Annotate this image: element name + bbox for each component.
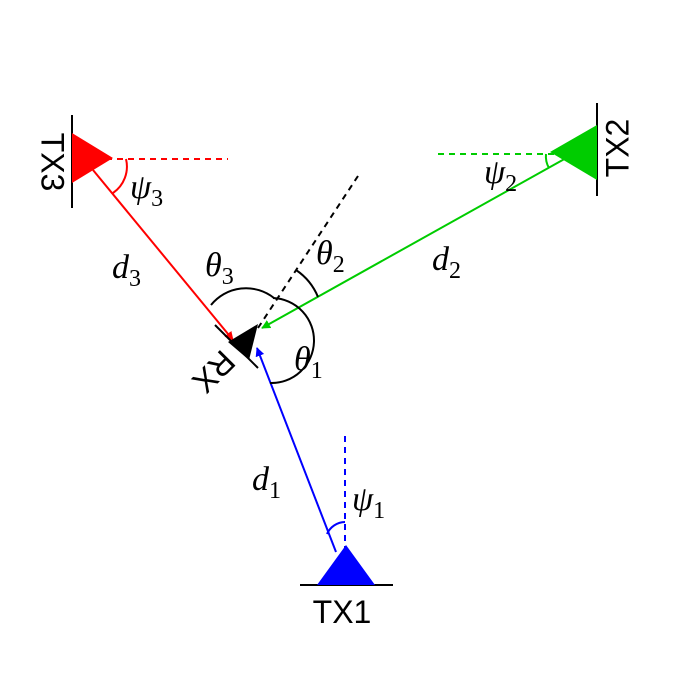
tx1-node: TX1: [300, 545, 393, 630]
link-d1: [255, 347, 337, 553]
link-d3: [92, 169, 234, 341]
theta2-arc: [295, 269, 319, 298]
tx2-label: TX2: [599, 119, 635, 178]
rx-reference-line: [257, 175, 359, 329]
rx-label: RX: [185, 343, 242, 400]
link-d2: [261, 156, 569, 329]
rx-node: RX: [185, 324, 259, 400]
d1-label: d1: [252, 461, 281, 504]
psi1-label: ψ1: [352, 481, 385, 524]
rx-triangle-icon: [228, 324, 258, 360]
theta1-label: θ1: [294, 341, 323, 384]
theta1-arc: [269, 297, 316, 385]
theta3-label: θ3: [205, 247, 234, 290]
tx3-label: TX3: [35, 133, 71, 192]
tx2-triangle-icon: [550, 125, 597, 180]
psi2-label: ψ2: [484, 154, 517, 197]
tx3-triangle-icon: [72, 133, 113, 183]
theta3-arc: [210, 287, 275, 306]
d2-label: d2: [432, 241, 461, 284]
psi1-arc: [326, 521, 346, 535]
tx3-node: TX3: [35, 115, 113, 208]
theta2-label: θ2: [316, 235, 345, 278]
tx1-label: TX1: [313, 594, 372, 630]
d3-label: d3: [112, 249, 141, 292]
tx2-node: TX2: [550, 103, 635, 196]
psi3-label: ψ3: [130, 169, 163, 212]
tx1-triangle-icon: [317, 545, 375, 585]
psi2-arc: [544, 153, 550, 169]
psi3-arc: [112, 158, 128, 194]
